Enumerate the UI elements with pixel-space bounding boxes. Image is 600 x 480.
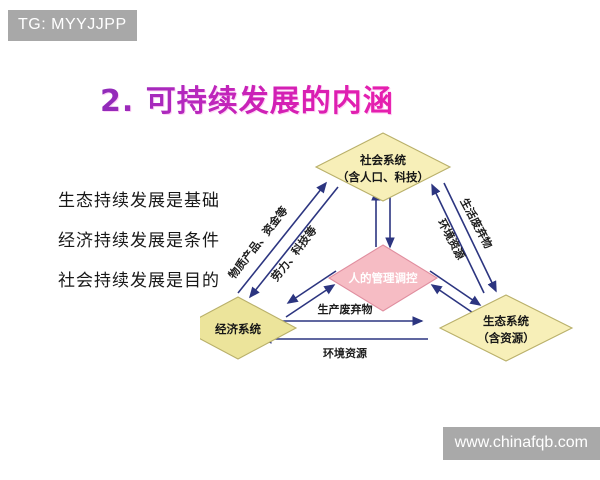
- arrow-economic-to-center: [285, 284, 336, 318]
- bullet-list: 生态持续发展是基础 经济持续发展是条件 社会持续发展是目的: [58, 186, 220, 291]
- edge-label-production-waste: 生产废弃物: [318, 302, 373, 316]
- sustainability-system-diagram: 社会系统 （含人口、科技） 人的管理调控 经济系统 生态系统 （含资源） 物质产…: [200, 125, 590, 365]
- node-ecological-system[interactable]: 生态系统 （含资源）: [438, 294, 574, 362]
- node-human-management-label: 人的管理调控: [349, 271, 418, 285]
- node-social-system-label-line1: 社会系统: [359, 153, 406, 167]
- node-human-management-center[interactable]: 人的管理调控: [327, 244, 439, 312]
- tg-watermark-badge: TG: MYYJJPP: [8, 10, 137, 41]
- node-economic-system-label: 经济系统: [215, 322, 261, 336]
- node-ecological-system-label-line1: 生态系统: [483, 314, 529, 328]
- page-title: 2. 可持续发展的内涵: [100, 84, 394, 119]
- bullet-item: 社会持续发展是目的: [58, 271, 220, 291]
- node-social-system-label-line2: （含人口、科技）: [337, 170, 429, 184]
- edge-label-labor-technology: 劳力、科技等: [268, 223, 320, 284]
- arrow-center-to-economic: [286, 270, 337, 304]
- site-watermark-badge: www.chinafqb.com: [442, 427, 600, 460]
- arrow-ecologic-to-social: [431, 183, 485, 294]
- bullet-item: 生态持续发展是基础: [58, 191, 220, 211]
- arrow-economic-to-social: [237, 181, 327, 294]
- node-ecological-system-label-line2: （含资源）: [477, 331, 535, 345]
- bullet-item: 经济持续发展是条件: [58, 231, 220, 251]
- node-economic-system[interactable]: 经济系统: [200, 296, 298, 360]
- node-social-system[interactable]: 社会系统 （含人口、科技）: [314, 132, 452, 202]
- arrow-social-to-economic: [249, 186, 339, 299]
- arrow-center-to-ecologic: [429, 270, 482, 306]
- edge-label-environmental-resources-bottom: 环境资源: [323, 346, 367, 360]
- arrow-social-to-ecologic: [443, 182, 497, 293]
